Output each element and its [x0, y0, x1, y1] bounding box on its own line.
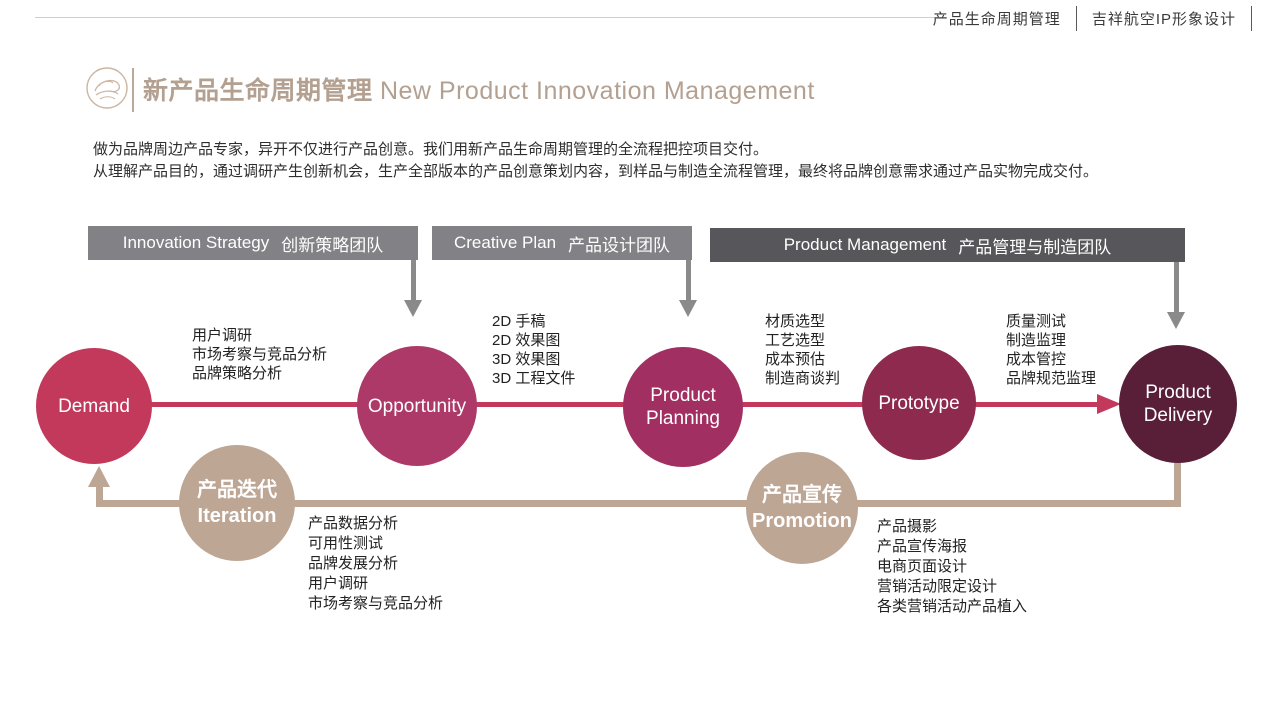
task-list-design: 2D 手稿 2D 效果图 3D 效果图 3D 工程文件 [492, 312, 575, 388]
topic-label: 产品生命周期管理 [932, 11, 1061, 28]
project-label: 吉祥航空IP形象设计 [1091, 11, 1236, 28]
stage-label: Product [1145, 382, 1211, 403]
stage-circle-product-delivery: Product Delivery [1119, 345, 1237, 463]
task-item: 产品摄影 [877, 518, 938, 535]
task-item: 3D 效果图 [492, 351, 561, 368]
task-item: 品牌规范监理 [1006, 370, 1097, 387]
intro-paragraph: 做为品牌周边产品专家，异开不仅进行产品创意。我们用新产品生命周期管理的全流程把控… [93, 139, 1098, 183]
task-item: 用户调研 [192, 327, 253, 344]
loop-circle-promotion: 产品宣传 Promotion [746, 452, 858, 564]
team-zh: 创新策略团队 [281, 235, 384, 255]
page-title: 新产品生命周期管理 New Product Innovation Managem… [143, 74, 815, 108]
stage-circle-opportunity: Opportunity [357, 346, 477, 466]
stage-circle-demand: Demand [36, 348, 152, 464]
task-item: 市场考察与竞品分析 [192, 346, 328, 363]
task-item: 品牌策略分析 [192, 365, 283, 382]
loop-line-right [1174, 462, 1181, 504]
task-item: 品牌发展分析 [308, 555, 399, 572]
loop-line-left [96, 486, 103, 504]
separator-bar [1251, 6, 1252, 31]
stage-circle-prototype: Prototype [862, 346, 976, 460]
task-item: 2D 手稿 [492, 313, 546, 330]
page-title-zh: 新产品生命周期管理 [143, 77, 373, 105]
loop-circle-iteration: 产品迭代 Iteration [179, 445, 295, 561]
task-item: 市场考察与竞品分析 [308, 595, 444, 612]
team-box-creative-plan: Creative Plan 产品设计团队 [432, 226, 692, 260]
task-list-iteration: 产品数据分析 可用性测试 品牌发展分析 用户调研 市场考察与竞品分析 [308, 514, 443, 614]
task-item: 工艺选型 [765, 332, 826, 349]
team-en: Creative Plan [453, 233, 557, 252]
task-item: 产品宣传海报 [877, 538, 968, 555]
down-arrow-icon [404, 300, 422, 317]
task-item: 成本管控 [1006, 351, 1067, 368]
stage-label: Planning [646, 408, 720, 429]
task-item: 各类营销活动产品植入 [877, 598, 1028, 615]
stage-label: Demand [58, 395, 130, 417]
task-item: 可用性测试 [308, 535, 384, 552]
title-separator-bar [132, 68, 134, 112]
intro-line-2: 从理解产品目的，通过调研产生创新机会，生产全部版本的产品创意策划内容，到样品与制… [93, 163, 1099, 180]
team-en: Innovation Strategy [122, 233, 270, 252]
loop-label-en: Iteration [197, 505, 277, 527]
task-item: 产品数据分析 [308, 515, 399, 532]
juneyao-seal-icon [85, 66, 129, 115]
loop-arrow-up-icon [88, 466, 110, 487]
flow-arrow-icon [1097, 394, 1121, 414]
intro-line-1: 做为品牌周边产品专家，异开不仅进行产品创意。我们用新产品生命周期管理的全流程把控… [93, 141, 769, 158]
down-arrow-stem [411, 260, 416, 300]
team-zh: 产品设计团队 [568, 235, 671, 255]
flow-line [94, 402, 1098, 407]
task-list-promotion: 产品摄影 产品宣传海报 电商页面设计 营销活动限定设计 各类营销活动产品植入 [877, 517, 1027, 617]
top-divider-line [35, 17, 947, 18]
task-item: 营销活动限定设计 [877, 578, 998, 595]
task-item: 3D 工程文件 [492, 370, 576, 387]
task-list-quality: 质量测试 制造监理 成本管控 品牌规范监理 [1006, 312, 1096, 388]
stage-label: Delivery [1143, 405, 1213, 426]
task-list-demand: 用户调研 市场考察与竞品分析 品牌策略分析 [192, 326, 327, 383]
down-arrow-stem [1174, 262, 1179, 312]
team-en: Product Management [783, 235, 947, 254]
task-item: 材质选型 [765, 313, 826, 330]
separator-bar [1075, 6, 1077, 31]
loop-label-zh: 产品宣传 [762, 484, 842, 506]
task-item: 成本预估 [765, 351, 826, 368]
stage-circle-product-planning: Product Planning [623, 347, 743, 467]
loop-label-zh: 产品迭代 [197, 479, 277, 501]
task-list-material: 材质选型 工艺选型 成本预估 制造商谈判 [765, 312, 840, 388]
task-item: 用户调研 [308, 575, 369, 592]
top-bar: 产品生命周期管理 吉祥航空IP形象设计 [933, 6, 1252, 31]
task-item: 2D 效果图 [492, 332, 561, 349]
stage-label: Prototype [878, 392, 960, 414]
down-arrow-icon [1167, 312, 1185, 329]
task-item: 制造监理 [1006, 332, 1067, 349]
loop-label-en: Promotion [752, 510, 852, 532]
team-box-product-management: Product Management 产品管理与制造团队 [710, 228, 1185, 262]
loop-line-horizontal [96, 500, 1181, 507]
team-box-innovation-strategy: Innovation Strategy 创新策略团队 [88, 226, 418, 260]
down-arrow-stem [686, 260, 691, 300]
page-title-en: New Product Innovation Management [379, 77, 815, 105]
team-zh: 产品管理与制造团队 [958, 237, 1112, 257]
task-item: 质量测试 [1006, 313, 1067, 330]
stage-label: Product [650, 385, 716, 406]
down-arrow-icon [679, 300, 697, 317]
stage-label: Opportunity [367, 395, 467, 417]
task-item: 电商页面设计 [877, 558, 968, 575]
task-item: 制造商谈判 [765, 370, 841, 387]
